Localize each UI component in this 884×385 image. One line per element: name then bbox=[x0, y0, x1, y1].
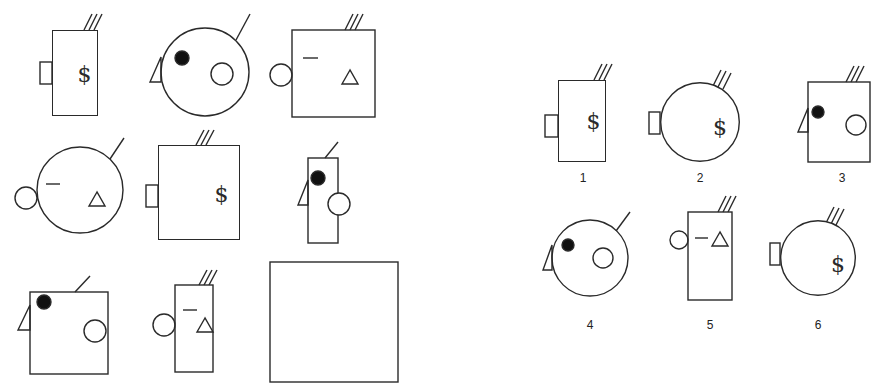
face-outline bbox=[660, 82, 740, 162]
face-shape: $ bbox=[158, 145, 240, 240]
option-number: 1 bbox=[580, 172, 587, 184]
option-number: 4 bbox=[587, 319, 594, 331]
face-shape: $ bbox=[558, 80, 606, 162]
symbol-text: $ bbox=[587, 111, 601, 133]
face-shape: $ bbox=[52, 30, 98, 116]
option-number: 3 bbox=[839, 172, 846, 184]
option-number: 5 bbox=[707, 319, 714, 331]
symbol-text: $ bbox=[713, 117, 727, 139]
option-number: 6 bbox=[815, 319, 822, 331]
option-number: 2 bbox=[697, 172, 704, 184]
face-shape: $ bbox=[660, 82, 740, 162]
face-shape: $ bbox=[780, 220, 856, 296]
symbol-text: $ bbox=[78, 64, 92, 86]
symbol-text: $ bbox=[215, 184, 229, 206]
symbol-text: $ bbox=[831, 254, 845, 276]
